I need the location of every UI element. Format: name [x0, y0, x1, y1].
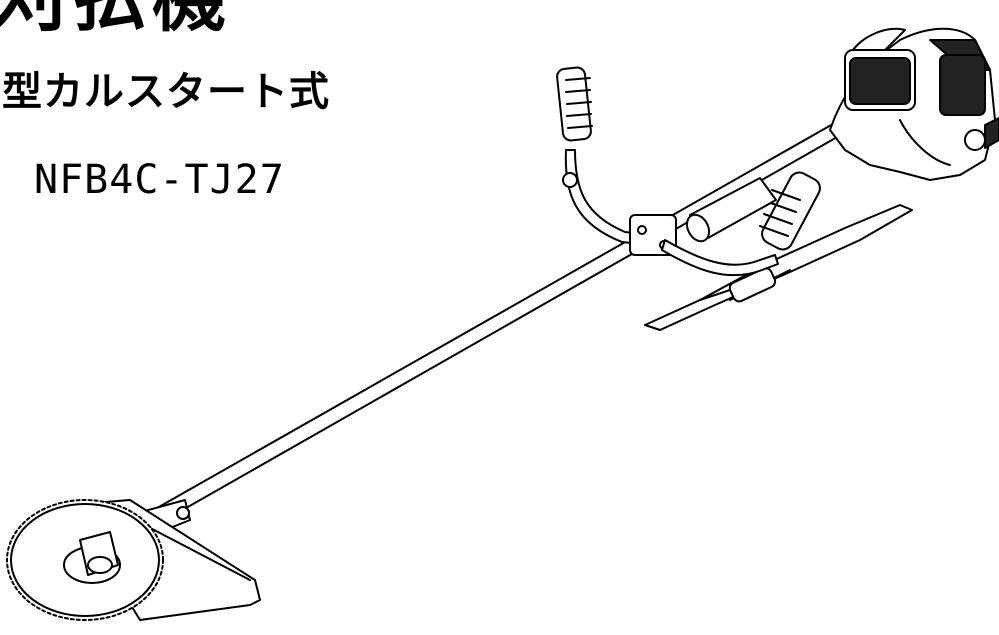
right-handlebar: [661, 171, 821, 277]
document-title: 刈払機: [0, 0, 232, 36]
shaft-grip: [685, 177, 777, 243]
saw-blade: [6, 499, 164, 621]
document-subtitle: 型カルスタート式: [2, 69, 330, 115]
left-handlebar: [556, 66, 661, 247]
drive-shaft: [149, 119, 847, 525]
model-number: NFB4C-TJ27: [34, 157, 285, 203]
engine-unit: [829, 27, 999, 181]
